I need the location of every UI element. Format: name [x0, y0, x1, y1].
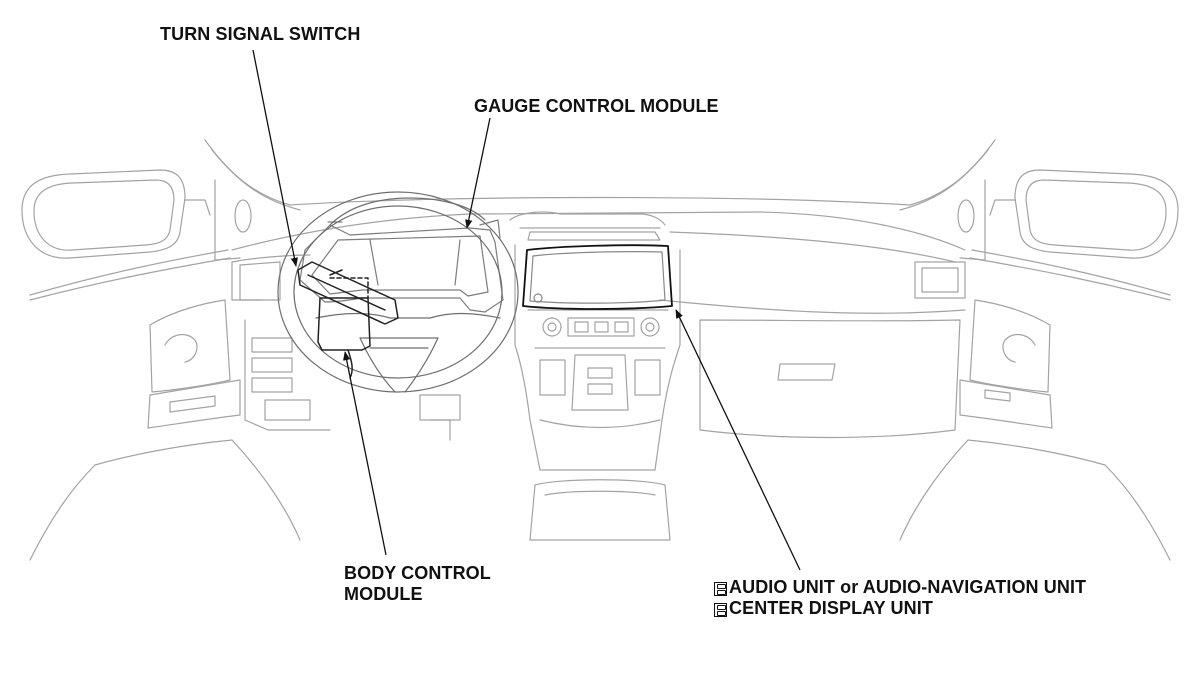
- leader-audio-unit: [675, 309, 801, 571]
- driver-lower-panel: [244, 319, 461, 441]
- center-display-shape: [522, 244, 673, 310]
- leader-lines: [252, 49, 801, 571]
- leader-turn-signal-switch: [252, 49, 298, 267]
- right-door: [899, 249, 1171, 561]
- label-audio-unit: AUDIO UNIT or AUDIO-NAVIGATION UNIT: [729, 577, 1087, 597]
- connector-icon: [714, 581, 727, 596]
- leader-gauge-control-module: [465, 117, 491, 229]
- right-mirror: [989, 169, 1179, 259]
- label-body-control-module-line1: BODY CONTROL: [344, 563, 491, 583]
- connector-icon: [714, 602, 727, 617]
- label-body-control-module-line2: MODULE: [344, 584, 423, 604]
- label-audio-display-group: AUDIO UNIT or AUDIO-NAVIGATION UNIT CENT…: [714, 577, 1086, 619]
- dashboard-body: [231, 211, 966, 439]
- windshield-frame: [204, 139, 996, 261]
- label-audio-unit-line: AUDIO UNIT or AUDIO-NAVIGATION UNIT: [714, 577, 1086, 598]
- turn-signal-stalk: [297, 261, 399, 325]
- leader-body-control-module: [343, 351, 387, 556]
- center-console: [514, 244, 681, 541]
- steering-wheel: [277, 191, 519, 393]
- label-turn-signal-switch: TURN SIGNAL SWITCH: [160, 24, 361, 44]
- label-body-control-module: BODY CONTROL MODULE: [344, 563, 491, 605]
- left-mirror: [21, 169, 211, 259]
- left-door: [29, 249, 301, 561]
- label-center-display-unit: CENTER DISPLAY UNIT: [729, 598, 933, 618]
- body-control-module-shape: [317, 277, 371, 379]
- label-gauge-control-module: GAUGE CONTROL MODULE: [474, 96, 719, 116]
- label-center-display-line: CENTER DISPLAY UNIT: [714, 598, 1086, 619]
